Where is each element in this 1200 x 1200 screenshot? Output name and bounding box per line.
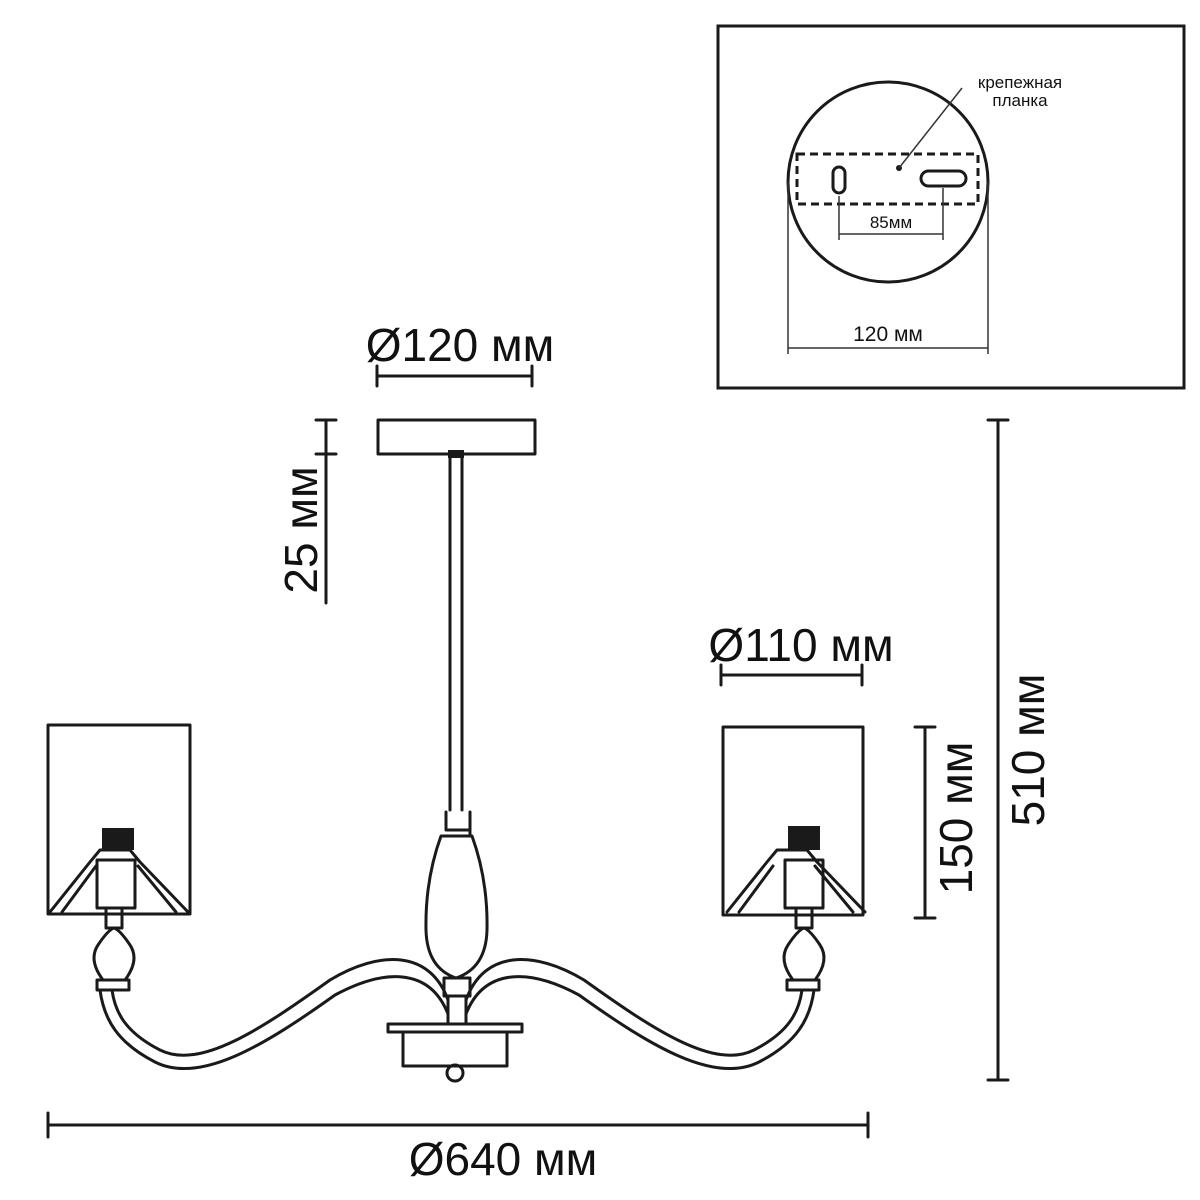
shade-right (721, 725, 865, 917)
socket-right (783, 858, 825, 910)
hook (444, 810, 472, 837)
mounting-hole-left (831, 165, 847, 195)
mount-label-line1: крепежная (978, 73, 1062, 92)
chandelier (46, 418, 867, 1083)
mounting-hole-right (919, 169, 968, 188)
arm-left-outer (110, 958, 450, 1057)
mounting-plate-inset: крепежная планка 85мм 120 мм (716, 24, 1186, 390)
lamp-body-left (92, 926, 136, 982)
arm-right-inner (464, 975, 816, 1071)
canopy (376, 418, 537, 456)
canopy-diameter-label: Ø120 мм (366, 319, 555, 371)
finial (445, 1063, 465, 1083)
ceiling-plate-circle (786, 80, 990, 284)
total-diameter-label: Ø640 мм (409, 1133, 598, 1185)
leader-line (898, 87, 963, 169)
inset-frame (716, 24, 1186, 390)
lamp-right (721, 725, 867, 992)
hub (401, 1030, 509, 1068)
hole-spacing-label: 85мм (870, 213, 912, 232)
arm-right-outer (464, 958, 804, 1057)
mount-label-line2: планка (992, 91, 1048, 110)
arm-left-inner (98, 975, 450, 1071)
lamp-left (46, 723, 192, 992)
plate-diameter-label: 120 мм (853, 323, 923, 346)
total-height-label: 510 мм (1002, 674, 1054, 827)
lamp-body-right (782, 926, 826, 982)
shade-left (46, 723, 192, 916)
mounting-bar-outline (795, 152, 980, 206)
shade-height-label: 150 мм (930, 742, 982, 895)
central-body (424, 834, 489, 980)
shade-diameter-label: Ø110 мм (708, 619, 893, 671)
dimensions: Ø120 мм 25 мм Ø110 мм 150 мм 510 мм Ø640… (46, 319, 1054, 1185)
canopy-height-label: 25 мм (275, 466, 327, 593)
socket-left (95, 858, 137, 910)
